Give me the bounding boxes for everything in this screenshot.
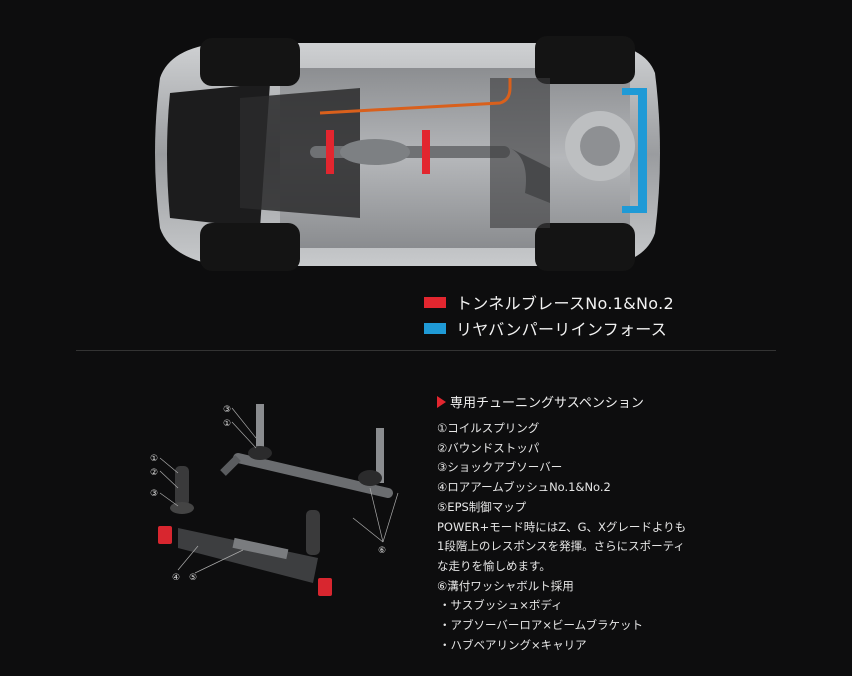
legend-item-tunnel-brace: トンネルブレースNo.1&No.2	[424, 289, 674, 315]
callout-3: ③	[223, 405, 231, 415]
callout-6: ⑥	[378, 546, 386, 556]
spec-line: ・ハブベアリング×キャリア	[439, 637, 587, 652]
suspension-assembly-icon: ③ ① ① ② ③ ④ ⑤ ⑥	[150, 404, 399, 596]
spec-line: ・サスブッシュ×ボディ	[439, 598, 563, 613]
callout-1: ①	[150, 454, 158, 464]
callout-2: ②	[150, 468, 158, 478]
spec-line: ⑥溝付ワッシャボルト採用	[437, 578, 574, 593]
car-underbody-icon	[155, 36, 660, 271]
play-triangle-icon	[437, 395, 446, 408]
spec-line: ①コイルスプリング	[437, 421, 540, 435]
legend-swatch-red	[424, 296, 446, 308]
callout-3: ③	[150, 489, 158, 499]
spec-heading-row: 専用チューニングサスペンション	[437, 392, 837, 411]
spec-line: ③ショックアブソーバー	[437, 460, 563, 475]
spec-line: ④ロアアームブッシュNo.1&No.2	[437, 480, 611, 495]
legend: トンネルブレースNo.1&No.2 リヤバンパーリインフォース	[424, 289, 674, 341]
spec-line: ・アブソーバーロア×ビームブラケット	[439, 618, 643, 633]
spec-line: 1段階上のレスポンスを発揮。さらにスポーティ	[437, 539, 685, 554]
legend-swatch-blue	[424, 322, 446, 334]
section-divider	[76, 350, 776, 351]
callout-1: ①	[223, 419, 231, 429]
spec-heading: 専用チューニングサスペンション	[450, 396, 644, 411]
spec-panel: 専用チューニングサスペンション ①コイルスプリング ②バウンドストッパ ③ショッ…	[437, 392, 837, 655]
legend-label: トンネルブレースNo.1&No.2	[456, 294, 674, 313]
spec-line: ⑤EPS制御マップ	[437, 499, 527, 514]
callout-5: ⑤	[189, 573, 197, 583]
spec-line: ②バウンドストッパ	[437, 440, 540, 455]
spec-line: な走りを愉しめます。	[437, 558, 551, 573]
spec-line: POWER+モード時にはZ、G、Xグレードよりも	[437, 519, 687, 534]
legend-label: リヤバンパーリインフォース	[456, 320, 668, 339]
callout-4: ④	[172, 573, 180, 583]
legend-item-rear-bumper: リヤバンパーリインフォース	[424, 315, 674, 341]
